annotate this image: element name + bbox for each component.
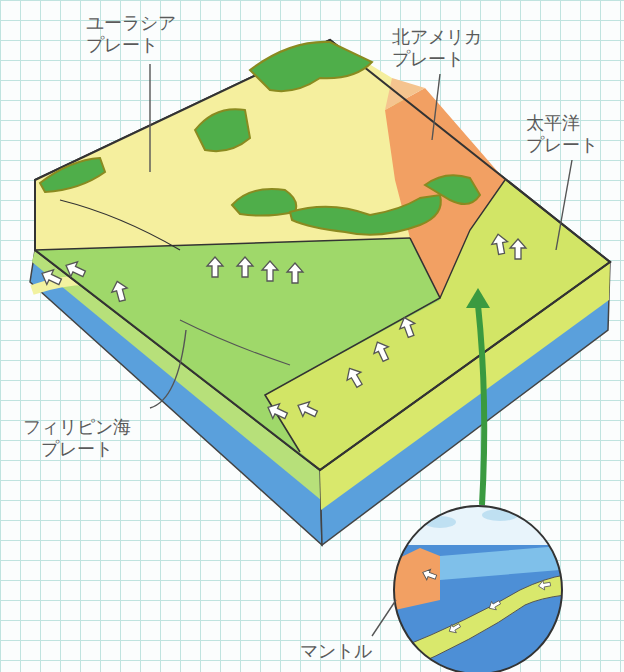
plate-label: 太平洋 プレート xyxy=(526,112,609,155)
plate-label: マントル xyxy=(300,640,390,662)
plate-label: 北アメリカ プレート xyxy=(392,26,493,69)
plate-label: ユーラシア プレート xyxy=(86,12,198,55)
plate-label: フィリピン海 プレート xyxy=(12,416,142,459)
